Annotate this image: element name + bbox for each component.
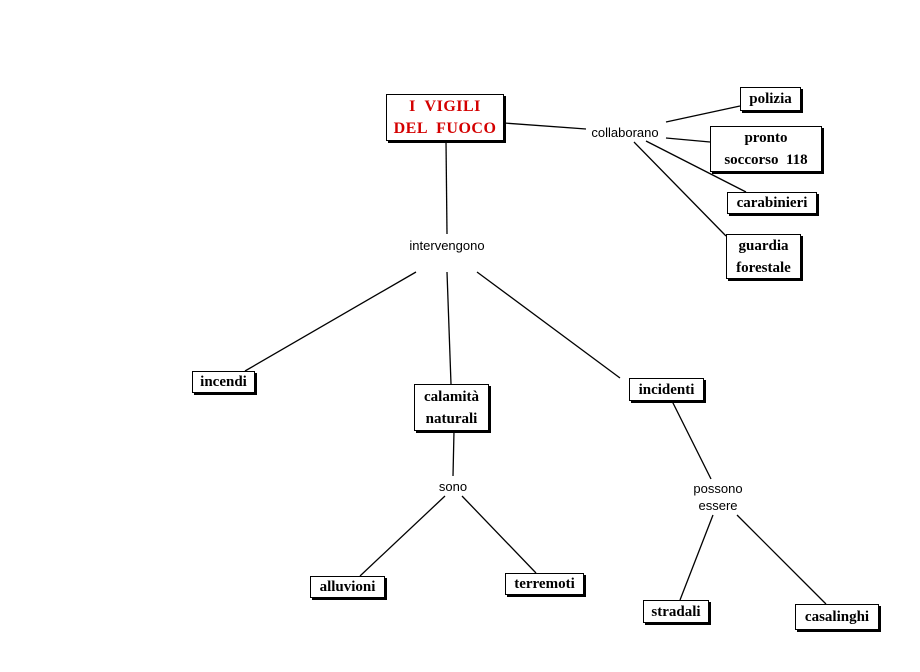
concept-calamita-naturali: calamità naturali bbox=[414, 384, 489, 431]
concept-incendi: incendi bbox=[192, 371, 255, 393]
concept-stradali: stradali bbox=[643, 600, 709, 623]
link-intervengono-incendi bbox=[244, 271, 417, 372]
concept-terremoti: terremoti bbox=[505, 573, 584, 595]
concept-pronto-soccorso: pronto soccorso 118 bbox=[710, 126, 822, 172]
link-possono-casalinghi bbox=[736, 514, 827, 605]
link-calamita-sono bbox=[452, 430, 455, 477]
link-collaborano-carabinieri bbox=[645, 140, 747, 193]
concept-carabinieri: carabinieri bbox=[727, 192, 817, 214]
concept-guardia-forestale: guardia forestale bbox=[726, 234, 801, 279]
link-collaborano-pronto bbox=[665, 137, 711, 143]
link-possono-stradali bbox=[679, 514, 714, 601]
concept-polizia: polizia bbox=[740, 87, 801, 111]
link-main-collaborano bbox=[503, 122, 587, 130]
link-collaborano-polizia bbox=[665, 105, 741, 123]
concept-casalinghi: casalinghi bbox=[795, 604, 879, 630]
link-collaborano-guardia bbox=[633, 141, 727, 237]
link-word-collaborano: collaborano bbox=[591, 125, 659, 140]
link-word-sono: sono bbox=[438, 479, 468, 494]
link-main-intervengono bbox=[445, 140, 448, 235]
concept-vigili-del-fuoco: I VIGILI DEL FUOCO bbox=[386, 94, 504, 141]
link-incidenti-possono bbox=[671, 400, 712, 480]
link-word-intervengono: intervengono bbox=[409, 238, 485, 253]
link-intervengono-calamita bbox=[446, 271, 452, 385]
link-word-possono-essere: possono essere bbox=[693, 481, 743, 513]
concept-alluvioni: alluvioni bbox=[310, 576, 385, 598]
link-sono-alluvioni bbox=[359, 495, 446, 577]
link-sono-terremoti bbox=[461, 495, 537, 574]
concept-incidenti: incidenti bbox=[629, 378, 704, 401]
link-intervengono-incidenti bbox=[476, 271, 621, 379]
